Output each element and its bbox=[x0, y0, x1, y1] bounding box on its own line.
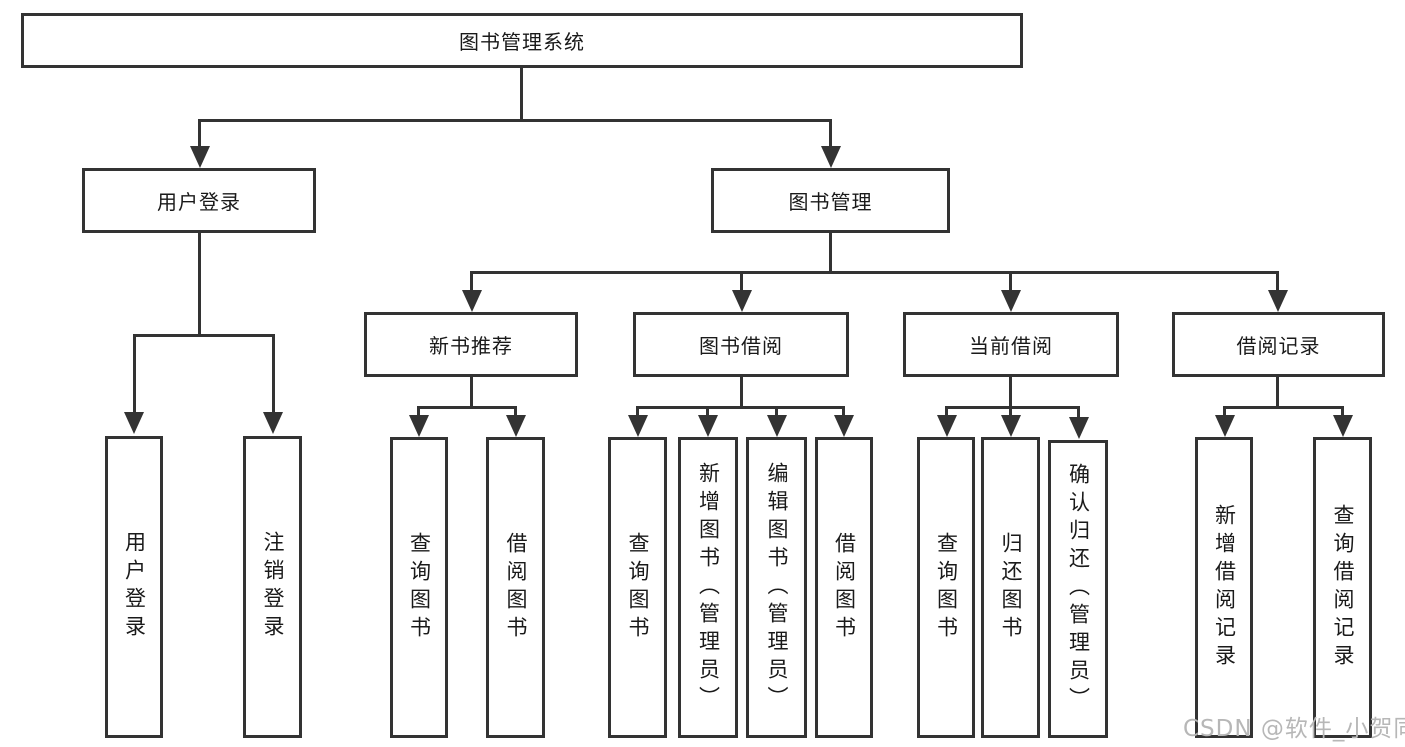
csdn-watermark: CSDN @软件_小贺同学 bbox=[1183, 716, 1405, 742]
connector-line bbox=[198, 119, 201, 149]
connector-line bbox=[1276, 377, 1279, 409]
connector-line bbox=[133, 334, 275, 337]
leaf-logout: 注销登录 bbox=[243, 436, 302, 738]
connector-line bbox=[829, 233, 832, 274]
arrowhead-down-icon bbox=[1001, 290, 1021, 312]
node-borrowing-records: 借阅记录 bbox=[1172, 312, 1385, 377]
connector-line bbox=[945, 406, 948, 416]
leaf-label: 新增借阅记录 bbox=[1212, 503, 1237, 672]
arrowhead-down-icon bbox=[190, 146, 210, 168]
leaf-label: 借阅图书 bbox=[832, 531, 857, 644]
connector-line bbox=[470, 377, 473, 409]
leaf-query-borrow-record: 查询借阅记录 bbox=[1313, 437, 1372, 738]
leaf-add-books-admin: 新增图书（管理员） bbox=[678, 437, 738, 738]
connector-line bbox=[1009, 377, 1012, 409]
node-label: 图书借阅 bbox=[699, 334, 783, 358]
node-root-library-system: 图书管理系统 bbox=[21, 13, 1023, 68]
leaf-query-books-rec: 查询图书 bbox=[390, 437, 448, 738]
leaf-confirm-return-admin: 确认归还（管理员） bbox=[1048, 440, 1108, 738]
leaf-borrow-books-rec: 借阅图书 bbox=[486, 437, 545, 738]
arrowhead-down-icon bbox=[628, 415, 648, 437]
connector-line bbox=[636, 406, 845, 409]
leaf-label: 用户登录 bbox=[122, 531, 147, 643]
leaf-label: 归还图书 bbox=[999, 531, 1023, 644]
arrowhead-down-icon bbox=[1215, 415, 1235, 437]
connector-line bbox=[775, 406, 778, 416]
node-book-borrowing: 图书借阅 bbox=[633, 312, 849, 377]
connector-line bbox=[1009, 406, 1012, 416]
connector-line bbox=[198, 119, 832, 122]
leaf-return-books: 归还图书 bbox=[981, 437, 1040, 738]
connector-line bbox=[945, 406, 1080, 409]
connector-line bbox=[740, 271, 743, 291]
node-new-book-recommendation: 新书推荐 bbox=[364, 312, 578, 377]
arrowhead-down-icon bbox=[698, 415, 718, 437]
leaf-label: 编辑图书（管理员） bbox=[765, 461, 789, 714]
arrowhead-down-icon bbox=[124, 412, 144, 434]
leaf-label: 查询图书 bbox=[407, 531, 432, 644]
connector-line bbox=[636, 406, 639, 416]
leaf-user-login: 用户登录 bbox=[105, 436, 163, 738]
arrowhead-down-icon bbox=[821, 146, 841, 168]
arrowhead-down-icon bbox=[506, 415, 526, 437]
arrowhead-down-icon bbox=[732, 290, 752, 312]
connector-line bbox=[417, 406, 420, 416]
arrowhead-down-icon bbox=[834, 415, 854, 437]
node-root-label: 图书管理系统 bbox=[459, 30, 585, 54]
arrowhead-down-icon bbox=[462, 290, 482, 312]
connector-line bbox=[1223, 406, 1344, 409]
arrowhead-down-icon bbox=[409, 415, 429, 437]
connector-line bbox=[829, 119, 832, 149]
connector-line bbox=[272, 334, 275, 414]
connector-line bbox=[1276, 271, 1279, 291]
connector-line bbox=[514, 406, 517, 416]
node-user-login: 用户登录 bbox=[82, 168, 316, 233]
leaf-label: 查询图书 bbox=[934, 531, 959, 644]
connector-line bbox=[470, 271, 1279, 274]
node-label: 用户登录 bbox=[157, 190, 241, 214]
leaf-query-books-borrow: 查询图书 bbox=[608, 437, 667, 738]
connector-line bbox=[706, 406, 709, 416]
arrowhead-down-icon bbox=[767, 415, 787, 437]
connector-line bbox=[1009, 271, 1012, 291]
leaf-label: 确认归还（管理员） bbox=[1066, 463, 1091, 715]
connector-line bbox=[842, 406, 845, 416]
leaf-borrow-books: 借阅图书 bbox=[815, 437, 873, 738]
node-current-borrowing: 当前借阅 bbox=[903, 312, 1119, 377]
connector-line bbox=[1223, 406, 1226, 416]
leaf-label: 查询借阅记录 bbox=[1331, 503, 1355, 672]
connector-line bbox=[198, 233, 201, 337]
leaf-label: 查询图书 bbox=[626, 531, 650, 644]
node-label: 图书管理 bbox=[788, 190, 873, 214]
leaf-label: 注销登录 bbox=[261, 531, 285, 643]
arrowhead-down-icon bbox=[1069, 417, 1089, 439]
leaf-add-borrow-record: 新增借阅记录 bbox=[1195, 437, 1253, 738]
leaf-query-books-current: 查询图书 bbox=[917, 437, 975, 738]
leaf-label: 新增图书（管理员） bbox=[696, 461, 721, 714]
connector-line bbox=[520, 66, 523, 122]
node-label: 当前借阅 bbox=[969, 334, 1053, 358]
arrowhead-down-icon bbox=[1268, 290, 1288, 312]
leaf-edit-books-admin: 编辑图书（管理员） bbox=[746, 437, 807, 738]
node-book-management: 图书管理 bbox=[711, 168, 950, 233]
leaf-label: 借阅图书 bbox=[504, 531, 528, 644]
node-label: 借阅记录 bbox=[1236, 334, 1321, 358]
connector-line bbox=[1341, 406, 1344, 416]
connector-line bbox=[740, 377, 743, 409]
arrowhead-down-icon bbox=[1001, 415, 1021, 437]
connector-line bbox=[470, 271, 473, 291]
arrowhead-down-icon bbox=[263, 412, 283, 434]
connector-line bbox=[1077, 406, 1080, 418]
connector-line bbox=[133, 334, 136, 414]
connector-line bbox=[417, 406, 517, 409]
node-label: 新书推荐 bbox=[429, 334, 513, 358]
arrowhead-down-icon bbox=[937, 415, 957, 437]
arrowhead-down-icon bbox=[1333, 415, 1353, 437]
